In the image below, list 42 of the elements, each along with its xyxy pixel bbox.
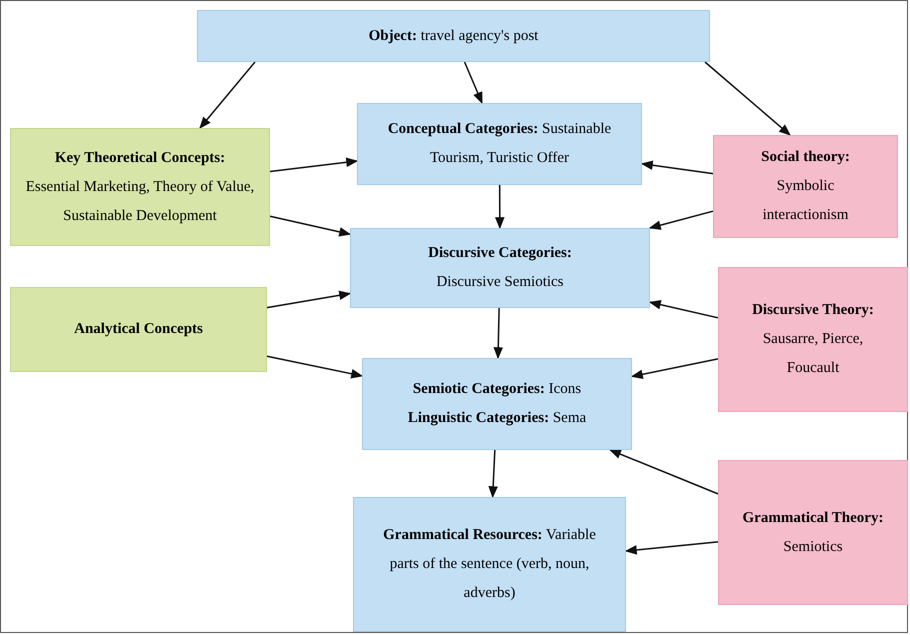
concept-box [718,460,908,605]
concept-box [718,267,908,412]
arrow [270,216,352,237]
concept-box [713,135,898,238]
arrow [495,185,505,230]
concept-box [10,128,270,246]
arrow [704,61,791,136]
concept-box [350,228,650,308]
arrow [493,308,504,360]
box-text: Essential Marketing, Theory of Value, Sustainable Development [24,178,256,226]
arrow [464,62,483,104]
concept-box [353,497,626,632]
arrow [488,450,498,498]
arrow [199,62,256,129]
arrow [266,290,352,308]
arrow [270,158,358,172]
box-text: Object: travel agency's post [368,26,538,46]
arrow [648,300,718,319]
box-text: Linguistic Categories: Sema [408,409,586,428]
arrow [609,449,718,495]
concept-box [362,358,632,450]
concept-box [357,103,642,185]
box-heading: Discursive Theory: [752,301,874,320]
box-heading: Social theory: [761,148,850,167]
box-text: Conceptual Categories: Sustainable Tourism, Turistic Offer [386,120,612,168]
arrow [624,541,718,555]
arrow [266,355,364,378]
arrow [630,358,718,379]
box-text: Grammatical Resources: Variable parts of the sentence (verb, noun, adverbs) [382,526,597,603]
box-text: Discursive Semiotics [436,273,564,292]
box-heading: Key Theoretical Concepts: [54,148,226,168]
box-text: Semiotics [783,538,843,556]
box-heading: Analytical Concepts [74,320,203,339]
box-text: Semiotic Categories: Icons [412,380,582,399]
box-text: Symbolic interactionism [762,177,850,225]
concept-box [197,10,710,62]
box-heading: Grammatical Theory: [742,508,884,528]
arrow [640,160,714,174]
box-text: Sausarre, Pierce, Foucault [762,330,864,378]
arrow [648,210,714,230]
box-heading: Discursive Categories: [428,244,572,263]
concept-box [10,287,267,372]
